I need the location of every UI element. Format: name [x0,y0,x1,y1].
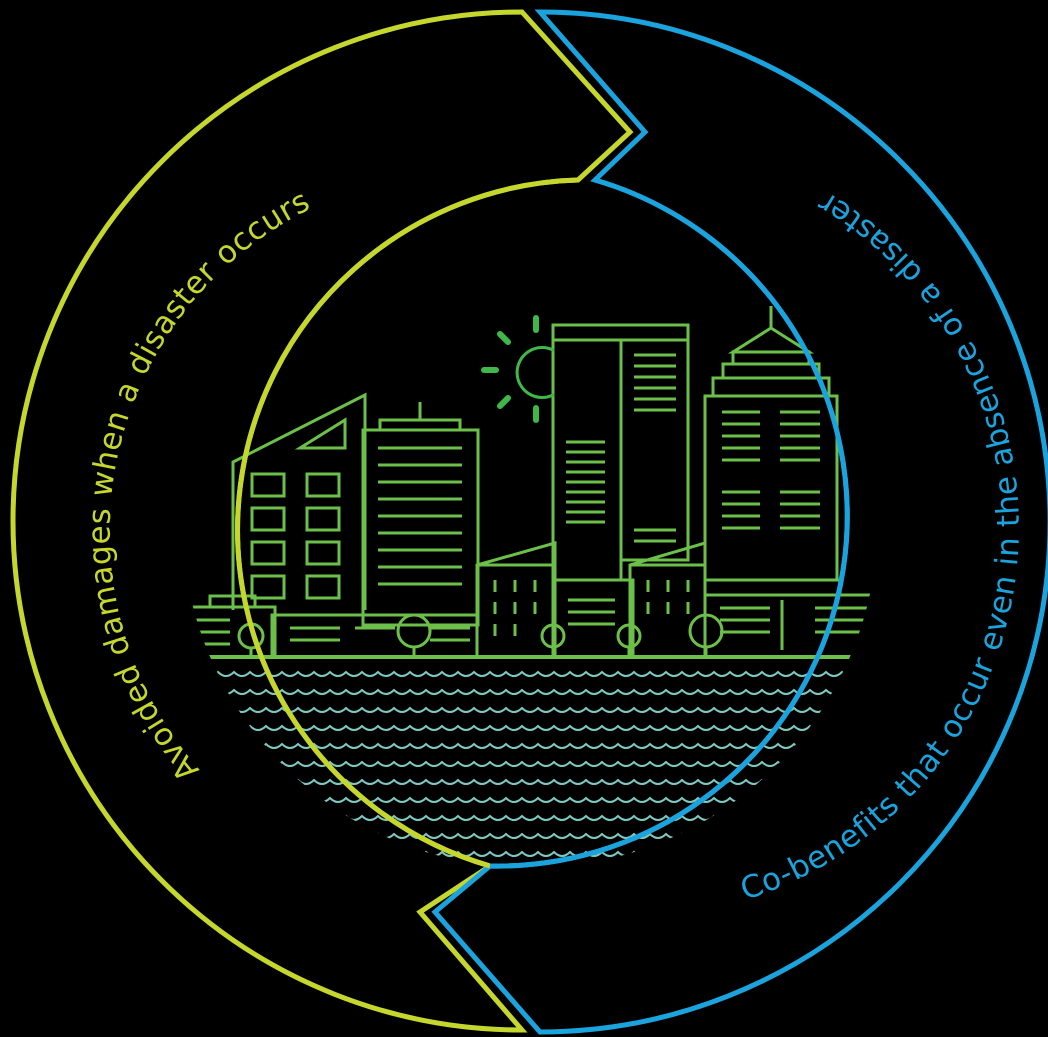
wave-row [182,796,878,803]
wave-row [182,706,878,713]
building-2-floors [378,446,462,586]
inner-left-edge [235,177,579,869]
wave-row [182,778,878,785]
tree-icon [237,613,724,657]
wave-row [182,760,878,767]
wave-row [182,688,878,695]
sun-icon [481,315,555,423]
wave-row [182,814,878,821]
city-skyline-icon [182,306,878,659]
wave-row [182,724,878,731]
inner-right-edge [489,177,850,869]
wave-row [182,832,878,839]
wave-row [182,742,878,749]
wave-row [182,670,878,677]
right-arc-label: Co-benefits that occur even in the absen… [736,184,1027,907]
